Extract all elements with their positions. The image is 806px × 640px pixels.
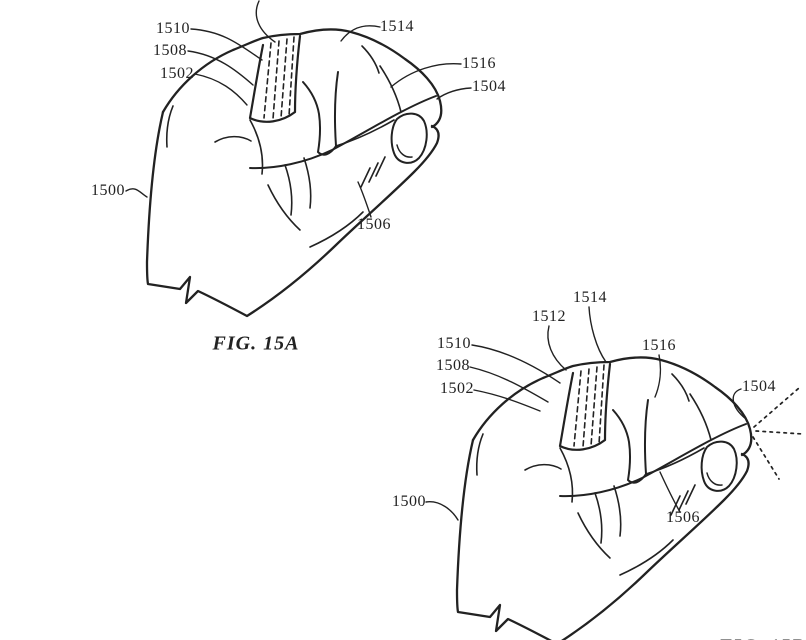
leader-lines-15b [425, 306, 747, 521]
leader-1504-a [436, 87, 472, 100]
leader-1508-a [187, 50, 254, 86]
contact-ray-lower [752, 436, 780, 480]
hand-15b [455, 356, 753, 640]
figure-caption-15a: FIG. 15A [212, 332, 300, 355]
leader-1512-b [547, 325, 567, 371]
leader-1510-a [190, 28, 263, 61]
leader-1506-a [357, 181, 372, 218]
leader-1516-a [390, 63, 462, 88]
figure-caption-15b: FIG. 15B [719, 636, 806, 640]
leader-1512-a [255, 0, 276, 43]
leader-1508-b [469, 366, 549, 403]
leader-1514-b [588, 306, 607, 363]
leader-1514-a [340, 25, 381, 42]
figure-15b-illustration [425, 306, 804, 640]
contact-ray-middle [755, 430, 804, 435]
contact-ray-upper [753, 387, 800, 428]
leader-lines-15a [125, 0, 472, 218]
figure-15a-illustration [125, 0, 472, 318]
leader-1516-b [654, 354, 662, 398]
leader-1510-b [471, 344, 561, 384]
leader-1500-b [425, 501, 459, 521]
hand-15a [145, 28, 443, 318]
leader-1500-a [125, 188, 148, 198]
leader-1502-b [473, 389, 541, 412]
leader-1504-b [732, 388, 747, 420]
pinch-contact-rays [752, 387, 804, 480]
leader-1506-b [659, 471, 681, 513]
leader-1502-a [194, 73, 248, 106]
